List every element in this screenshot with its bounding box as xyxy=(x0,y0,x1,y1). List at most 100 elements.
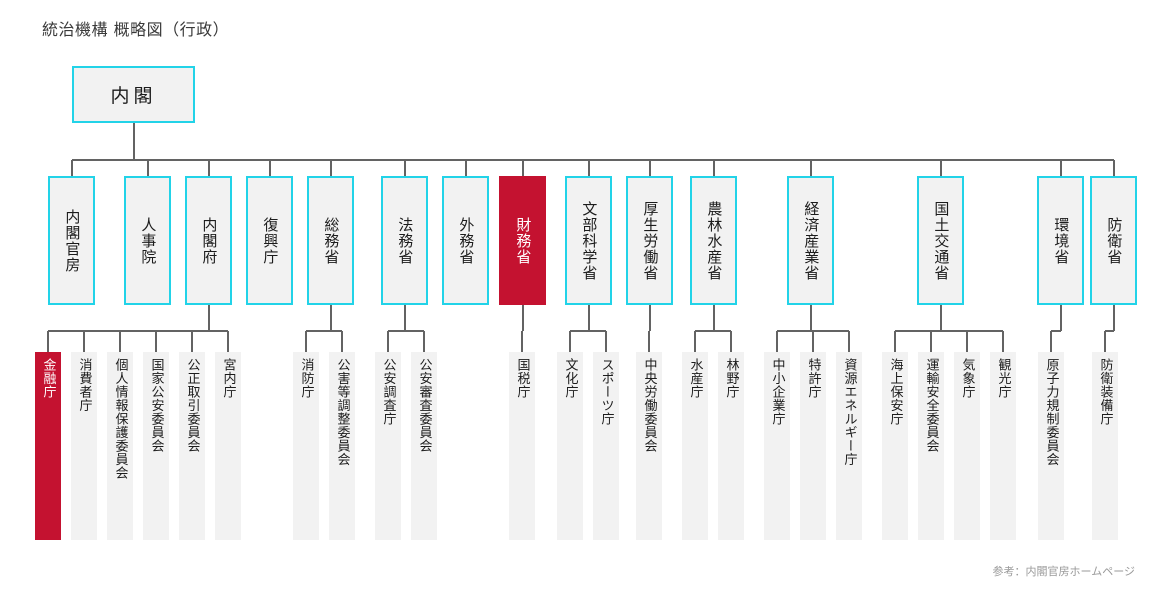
ministry-node-9[interactable]: 厚生労働省 xyxy=(626,176,673,305)
agency-label-2: 個人情報保護委員会 xyxy=(112,358,128,480)
agency-node-10[interactable]: 国税庁 xyxy=(509,352,535,540)
agency-node-14[interactable]: 水産庁 xyxy=(682,352,708,540)
agency-node-1[interactable]: 消費者庁 xyxy=(71,352,97,540)
ministry-node-7[interactable]: 財務省 xyxy=(499,176,546,305)
agency-label-5: 宮内庁 xyxy=(220,358,236,399)
connector-parent-drop-6 xyxy=(712,305,715,331)
ministry-node-2[interactable]: 内閣府 xyxy=(185,176,232,305)
agency-label-20: 運輸安全委員会 xyxy=(923,358,939,453)
ministry-label-14: 防衛省 xyxy=(1105,216,1124,265)
connector-agency-stem-8-0 xyxy=(894,331,896,352)
agency-label-16: 中小企業庁 xyxy=(769,358,785,426)
page-title: 統治機構 概略図（行政） xyxy=(42,20,230,39)
ministry-label-2: 内閣府 xyxy=(200,216,219,265)
agency-node-13[interactable]: 中央労働委員会 xyxy=(636,352,662,540)
ministry-node-5[interactable]: 法務省 xyxy=(381,176,428,305)
agency-label-6: 消防庁 xyxy=(298,358,314,399)
agency-label-0: 金融庁 xyxy=(40,358,56,399)
agency-label-8: 公安調査庁 xyxy=(380,358,396,426)
ministry-label-10: 農林水産省 xyxy=(705,200,724,281)
agency-node-23[interactable]: 原子力規制委員会 xyxy=(1038,352,1064,540)
connector-ministry-stem-3 xyxy=(268,160,271,176)
ministry-node-12[interactable]: 国土交通省 xyxy=(917,176,964,305)
connector-agency-stem-2-1 xyxy=(423,331,425,352)
connector-agency-stem-8-3 xyxy=(1002,331,1004,352)
ministry-label-4: 総務省 xyxy=(322,216,341,265)
agency-node-4[interactable]: 公正取引委員会 xyxy=(179,352,205,540)
agency-node-11[interactable]: 文化庁 xyxy=(557,352,583,540)
ministry-node-6[interactable]: 外務省 xyxy=(442,176,489,305)
agency-node-8[interactable]: 公安調査庁 xyxy=(375,352,401,540)
ministry-node-1[interactable]: 人事院 xyxy=(124,176,171,305)
agency-node-6[interactable]: 消防庁 xyxy=(293,352,319,540)
connector-sub-bus-0 xyxy=(48,330,228,332)
ministry-node-3[interactable]: 復興庁 xyxy=(246,176,293,305)
agency-node-19[interactable]: 海上保安庁 xyxy=(882,352,908,540)
ministry-node-4[interactable]: 総務省 xyxy=(307,176,354,305)
connector-agency-stem-1-1 xyxy=(341,331,343,352)
ministry-node-11[interactable]: 経済産業省 xyxy=(787,176,834,305)
ministry-node-14[interactable]: 防衛省 xyxy=(1090,176,1137,305)
agency-node-24[interactable]: 防衛装備庁 xyxy=(1092,352,1118,540)
connector-sub-bus-2 xyxy=(388,330,424,332)
connector-parent-drop-8 xyxy=(939,305,942,331)
source-note: 参考：内閣官房ホームページ xyxy=(992,565,1135,578)
ministry-label-1: 人事院 xyxy=(139,216,158,265)
agency-node-21[interactable]: 気象庁 xyxy=(954,352,980,540)
connector-agency-stem-2-0 xyxy=(387,331,389,352)
agency-label-21: 気象庁 xyxy=(959,358,975,399)
agency-node-20[interactable]: 運輸安全委員会 xyxy=(918,352,944,540)
connector-sub-bus-1 xyxy=(306,330,342,332)
connector-sub-bus-10 xyxy=(1105,330,1114,332)
connector-agency-stem-6-1 xyxy=(730,331,732,352)
agency-label-4: 公正取引委員会 xyxy=(184,358,200,453)
connector-cabinet-stem xyxy=(132,123,135,160)
connector-parent-drop-4 xyxy=(587,305,590,331)
connector-ministry-stem-2 xyxy=(207,160,210,176)
connector-agency-stem-0-0 xyxy=(47,331,49,352)
connector-parent-drop-7 xyxy=(809,305,812,331)
connector-agency-stem-7-1 xyxy=(812,331,814,352)
ministry-label-13: 環境省 xyxy=(1052,216,1071,265)
ministry-node-8[interactable]: 文部科学省 xyxy=(565,176,612,305)
agency-node-3[interactable]: 国家公安委員会 xyxy=(143,352,169,540)
connector-agency-stem-0-3 xyxy=(155,331,157,352)
agency-node-12[interactable]: スポーツ庁 xyxy=(593,352,619,540)
agency-node-22[interactable]: 観光庁 xyxy=(990,352,1016,540)
connector-agency-stem-6-0 xyxy=(694,331,696,352)
agency-label-22: 観光庁 xyxy=(995,358,1011,399)
agency-label-19: 海上保安庁 xyxy=(887,358,903,426)
agency-node-5[interactable]: 宮内庁 xyxy=(215,352,241,540)
agency-label-14: 水産庁 xyxy=(687,358,703,399)
ministry-node-0[interactable]: 内閣官房 xyxy=(48,176,95,305)
agency-node-0[interactable]: 金融庁 xyxy=(35,352,61,540)
agency-node-9[interactable]: 公安審査委員会 xyxy=(411,352,437,540)
connector-agency-stem-8-1 xyxy=(930,331,932,352)
ministry-label-11: 経済産業省 xyxy=(802,200,821,281)
agency-node-16[interactable]: 中小企業庁 xyxy=(764,352,790,540)
ministry-label-0: 内閣官房 xyxy=(63,208,82,273)
node-cabinet[interactable]: 内閣 xyxy=(72,66,195,123)
ministry-label-7: 財務省 xyxy=(514,216,533,265)
connector-agency-stem-0-1 xyxy=(83,331,85,352)
agency-node-18[interactable]: 資源エネルギー庁 xyxy=(836,352,862,540)
agency-node-17[interactable]: 特許庁 xyxy=(800,352,826,540)
connector-ministry-stem-9 xyxy=(648,160,651,176)
connector-parent-drop-10 xyxy=(1112,305,1115,331)
connector-ministry-stem-10 xyxy=(712,160,715,176)
ministry-label-5: 法務省 xyxy=(396,216,415,265)
agency-label-9: 公安審査委員会 xyxy=(416,358,432,453)
connector-ministry-stem-13 xyxy=(1059,160,1062,176)
ministry-node-10[interactable]: 農林水産省 xyxy=(690,176,737,305)
connector-sub-bus-4 xyxy=(570,330,606,332)
agency-label-23: 原子力規制委員会 xyxy=(1043,358,1059,466)
connector-ministry-stem-6 xyxy=(464,160,467,176)
connector-parent-drop-5 xyxy=(648,305,651,331)
ministry-label-3: 復興庁 xyxy=(261,216,280,265)
agency-node-7[interactable]: 公害等調整委員会 xyxy=(329,352,355,540)
agency-node-15[interactable]: 林野庁 xyxy=(718,352,744,540)
connector-parent-drop-3 xyxy=(521,305,524,331)
agency-node-2[interactable]: 個人情報保護委員会 xyxy=(107,352,133,540)
ministry-node-13[interactable]: 環境省 xyxy=(1037,176,1084,305)
